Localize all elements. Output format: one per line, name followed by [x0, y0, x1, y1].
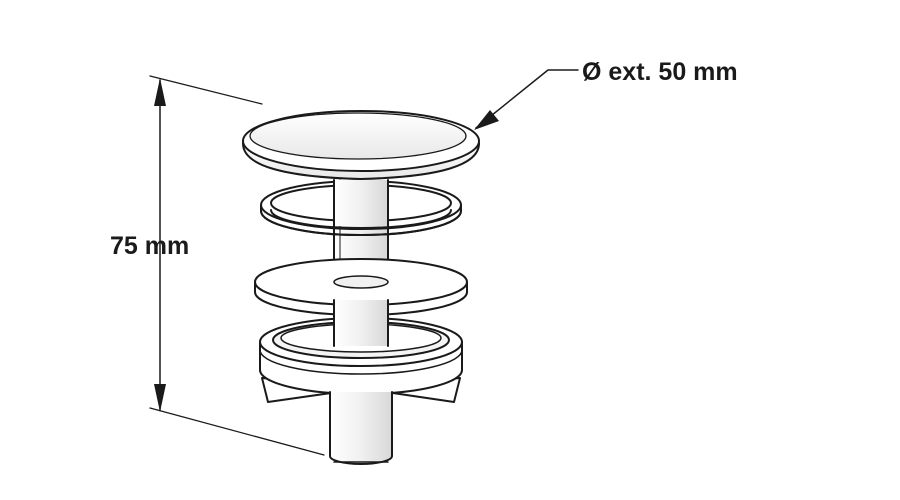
height-arrow-bottom [154, 384, 166, 412]
o-ring-front-arc [270, 209, 452, 229]
stem-through-ring [333, 180, 389, 229]
height-arrow-top [154, 78, 166, 106]
height-extension-bottom [149, 407, 325, 456]
stem-mid-segment [333, 299, 389, 321]
top-cap [241, 110, 481, 180]
lower-stem [329, 391, 393, 465]
diameter-arrowhead [474, 110, 499, 130]
height-extension-top [149, 75, 263, 105]
base-rim-lip [259, 341, 463, 375]
diameter-dimension-label: Ø ext. 50 mm [582, 58, 738, 86]
height-dimension-label: 75 mm [110, 232, 190, 260]
diameter-leader-line [475, 69, 579, 129]
